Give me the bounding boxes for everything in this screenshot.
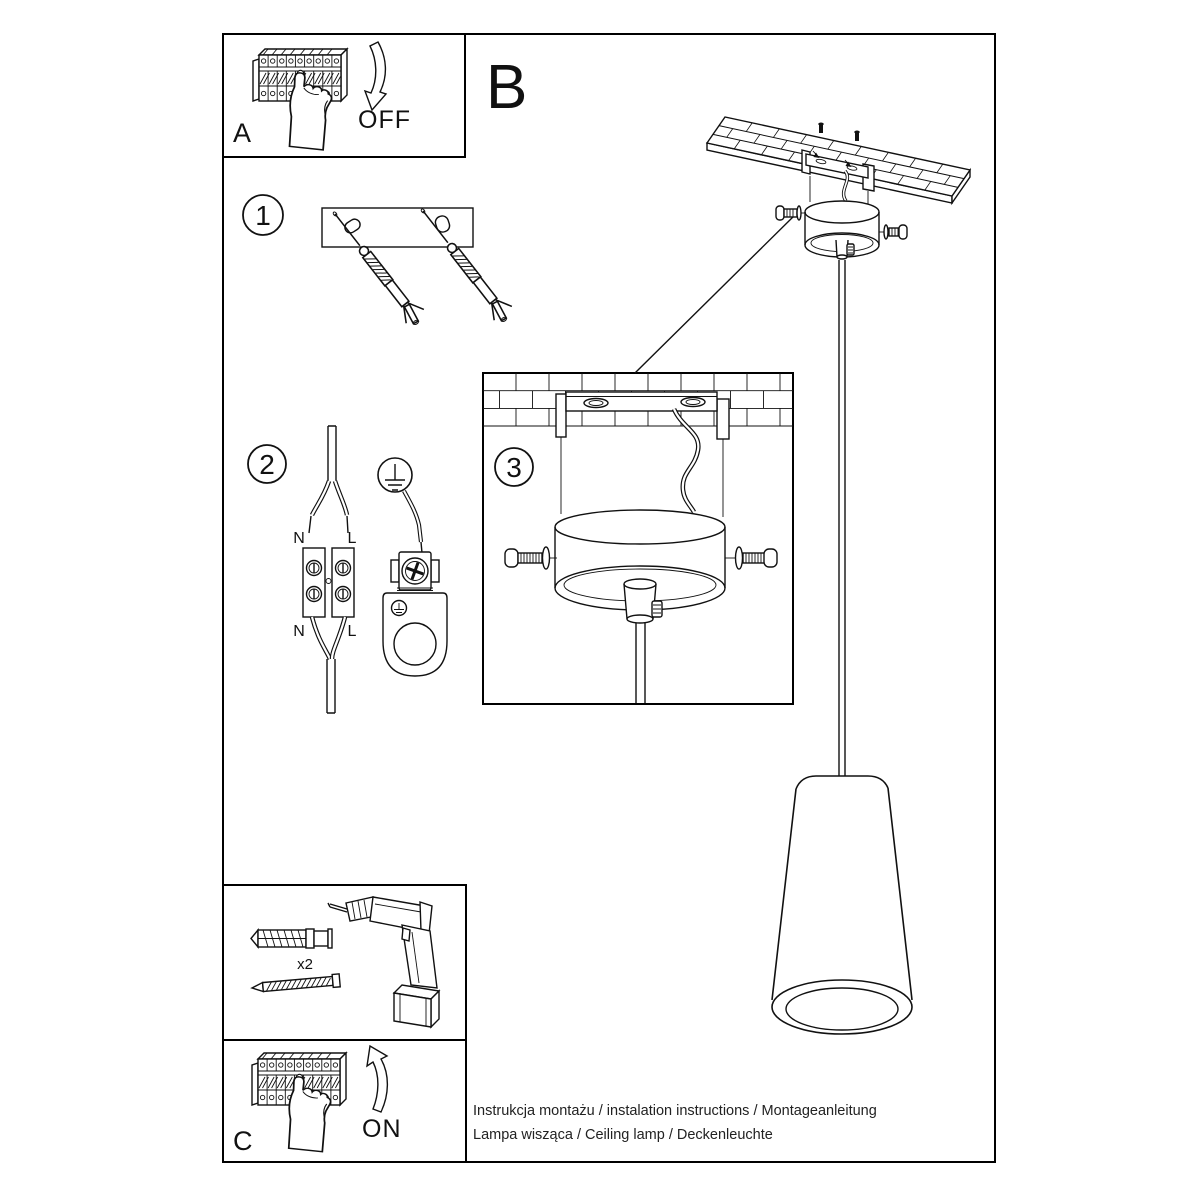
lamp-cable-top	[308, 425, 350, 534]
battery-front	[393, 992, 432, 1028]
ceiling-bracket	[555, 391, 730, 440]
on-arrow-icon	[366, 1044, 389, 1113]
mounting-screw	[250, 973, 341, 993]
side-screw-right	[725, 546, 778, 570]
canopy-b	[804, 200, 880, 260]
plate-slot-left	[344, 218, 361, 234]
on-label: ON	[362, 1115, 402, 1143]
step-1-wall-anchors: 1	[242, 194, 518, 330]
board-screws	[818, 122, 860, 141]
pointer-line	[634, 212, 798, 374]
terminal-label-n-top: N	[293, 530, 305, 547]
canopy-step3	[554, 509, 726, 703]
mounting-plate	[321, 207, 474, 248]
ground-terminal	[390, 551, 440, 594]
terminal-label-n-bottom: N	[293, 623, 305, 640]
cord-grip-body	[624, 584, 656, 619]
section-b-assembled-lamp	[634, 117, 970, 1035]
step-3-canopy-mounting: 3	[482, 372, 794, 705]
side-screw-left	[504, 546, 557, 570]
footer-line-2: Lampa wisząca / Ceiling lamp / Deckenleu…	[473, 1127, 773, 1143]
lamp-shade	[771, 775, 913, 1035]
cord-step3	[635, 623, 646, 703]
step3-badge	[494, 447, 534, 487]
box-a-label: A	[233, 118, 251, 148]
bracket-wire-b	[841, 169, 850, 202]
lamp-cable-bottom	[309, 616, 348, 714]
bracket-wire	[671, 407, 701, 514]
off-label: OFF	[358, 106, 411, 134]
tools-box: x2	[222, 884, 467, 1041]
terminal-label-l-bottom: L	[348, 623, 357, 640]
terminal-label-l-top: L	[348, 530, 357, 547]
box-a-power-off: OFF A	[222, 33, 466, 158]
sheet-frame	[222, 33, 996, 1163]
box-c-power-on: ON C	[222, 1039, 467, 1163]
step-2-wiring: 2 N L N L	[247, 425, 448, 714]
ground-plate	[382, 592, 448, 677]
wall-plug	[250, 928, 333, 949]
plate-slot-right	[434, 215, 451, 233]
step3-number: 3	[506, 452, 522, 483]
alignment-lines	[560, 437, 724, 517]
step1-number: 1	[255, 200, 271, 231]
bracket-b	[801, 149, 875, 192]
step2-number: 2	[259, 449, 275, 480]
pendant-cord	[838, 260, 846, 776]
drill	[327, 896, 441, 1029]
off-arrow-icon	[363, 41, 388, 112]
side-screw-b-left	[775, 205, 806, 221]
box-c-label: C	[233, 1126, 253, 1156]
terminal-block	[302, 547, 355, 618]
step1-badge	[242, 194, 284, 236]
ground-wire	[402, 489, 424, 554]
ground-symbol-icon	[377, 457, 413, 493]
drill-trigger	[401, 927, 411, 942]
side-screw-b-right	[879, 224, 908, 240]
step2-badge	[247, 444, 287, 484]
section-b-label: B	[486, 53, 527, 122]
footer: Instrukcja montażu / instalation instruc…	[473, 1103, 877, 1143]
footer-line-1: Instrukcja montażu / instalation instruc…	[473, 1103, 877, 1119]
anchors-count-label: x2	[297, 956, 313, 973]
